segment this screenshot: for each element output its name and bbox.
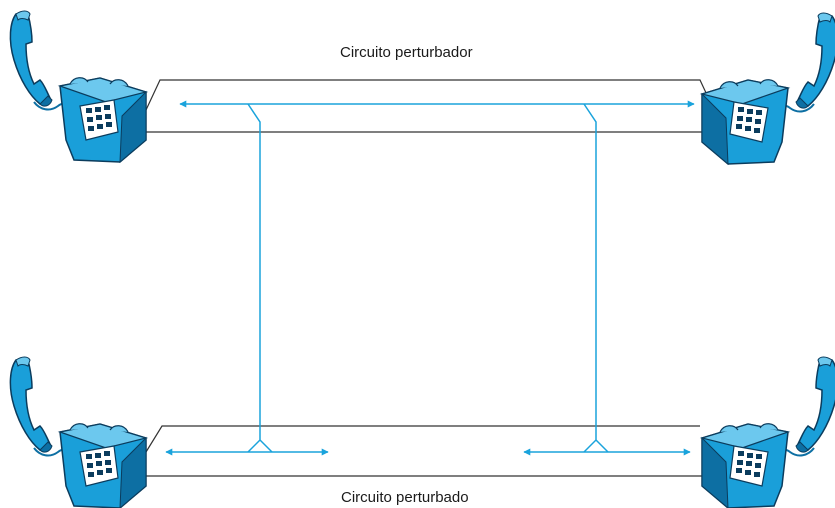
right-coupling-path	[583, 103, 609, 453]
signal-arrows	[165, 100, 695, 456]
bottom-upper-wire	[145, 425, 700, 453]
telephone-icon-top-left	[9, 10, 147, 163]
left-coupling-path	[247, 103, 273, 453]
telephone-icon-bottom-left	[9, 356, 147, 508]
disturbed-circuit-label: Circuito perturbado	[341, 489, 469, 506]
coupling-paths	[247, 103, 609, 453]
bottom-circuit-wires	[145, 425, 714, 477]
disturbing-circuit-label: Circuito perturbador	[340, 44, 473, 61]
telephone-icon-top-right	[701, 12, 835, 165]
top-circuit-wires	[145, 79, 715, 133]
top-upper-wire	[145, 79, 715, 111]
telephone-icon-bottom-right	[701, 356, 835, 508]
